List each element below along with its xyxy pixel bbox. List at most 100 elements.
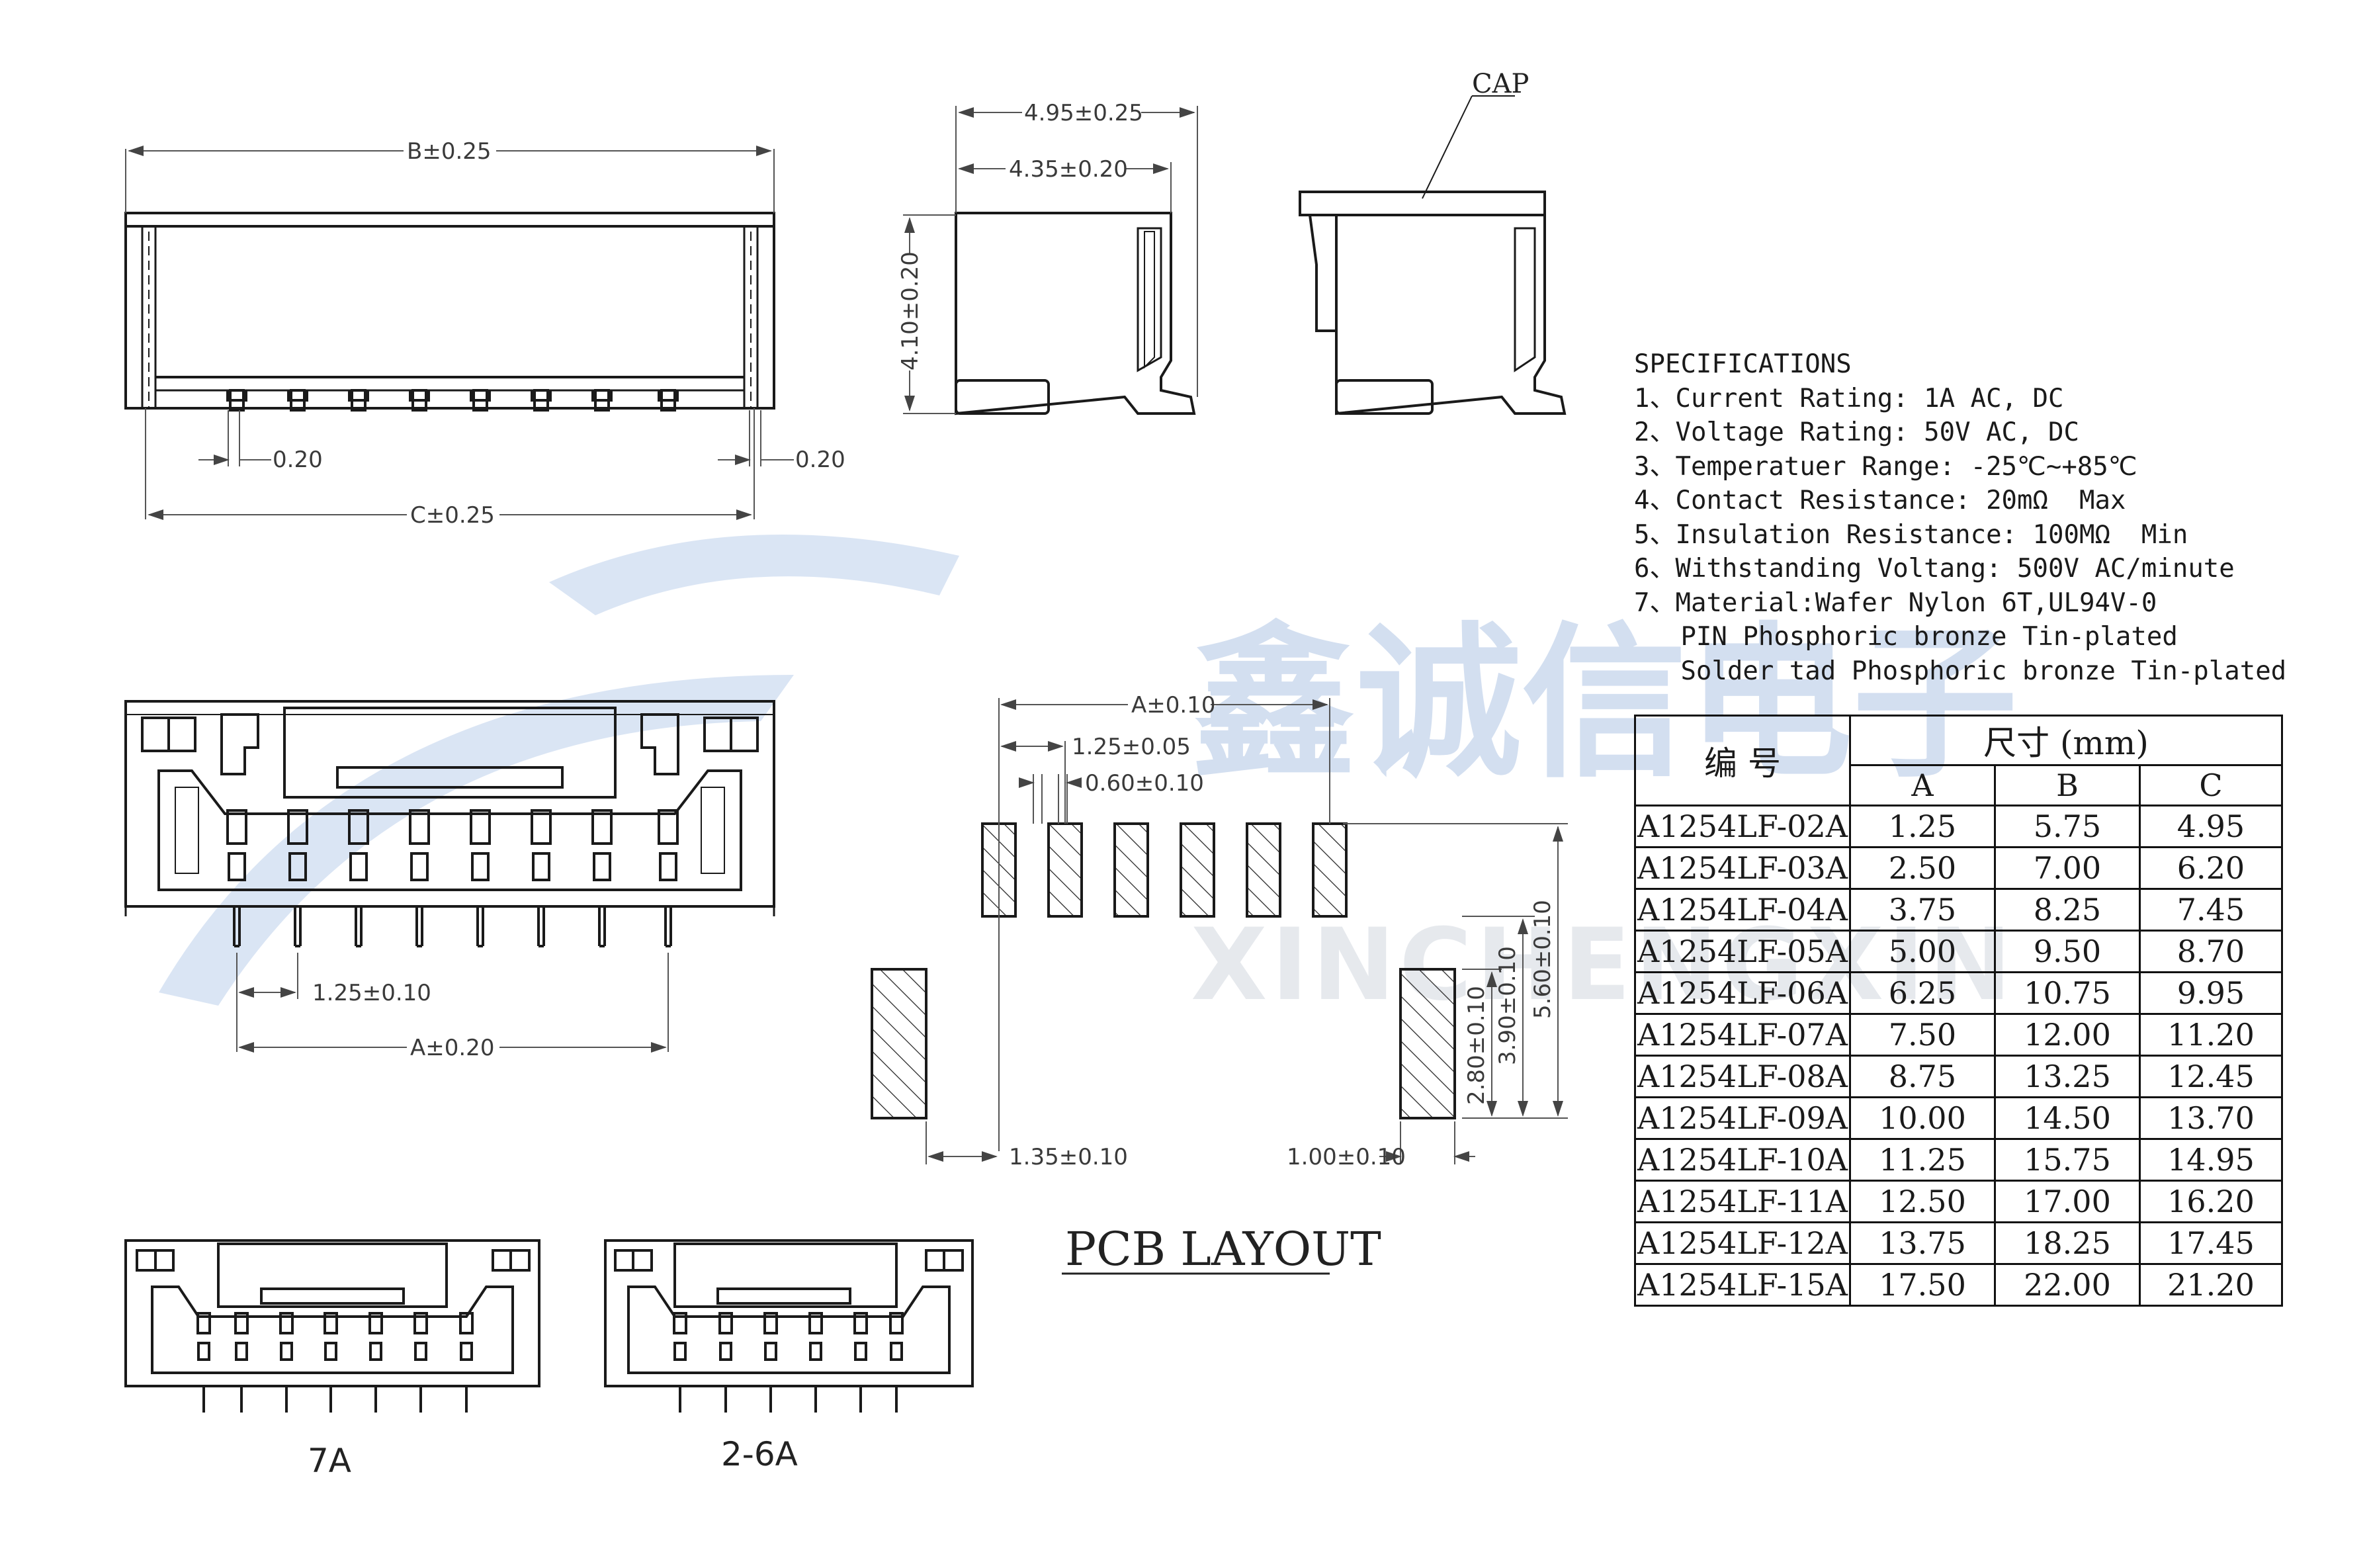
pin-mid-lower	[410, 852, 429, 881]
cell-dim-b: 9.50	[1994, 930, 2141, 973]
pcb-pad	[1246, 822, 1281, 918]
spec-line: 1、Current Rating: 1A AC, DC	[1634, 383, 2064, 414]
small-pin-upper	[279, 1312, 294, 1334]
dim-bottom-pitch: 1.25±0.10	[312, 980, 431, 1006]
cell-dim-c: 13.70	[2139, 1096, 2283, 1140]
pcb-dim-h2: 3.90±0.10	[1494, 946, 1521, 1065]
label-7a: 7A	[308, 1442, 351, 1480]
pin-top-latch	[531, 390, 552, 402]
header-a: A	[1849, 764, 1996, 806]
pin-top-latch	[470, 390, 491, 402]
pin-mid-upper	[226, 809, 247, 845]
pin-mid-lower	[659, 852, 677, 881]
cell-part-number: A1254LF-07A	[1634, 1013, 1851, 1057]
cell-dim-a: 3.75	[1849, 888, 1996, 932]
pin-mid-lower	[532, 852, 550, 881]
pin-mid-upper	[531, 809, 552, 845]
header-c: C	[2139, 764, 2283, 806]
cell-dim-a: 7.50	[1849, 1013, 1996, 1057]
cell-dim-c: 17.45	[2139, 1221, 2283, 1265]
small-pin-lower	[854, 1342, 867, 1361]
small-pin-lower	[235, 1342, 248, 1361]
cell-part-number: A1254LF-15A	[1634, 1263, 1851, 1307]
header-b: B	[1994, 764, 2141, 806]
cell-part-number: A1254LF-09A	[1634, 1096, 1851, 1140]
spec-line: 5、Insulation Resistance: 100MΩ Min	[1634, 519, 2188, 550]
dim-side-w2: 4.35±0.20	[1009, 156, 1128, 183]
small-pin-upper	[196, 1312, 211, 1334]
small-pin-lower	[280, 1342, 293, 1361]
small-pin-lower	[414, 1342, 427, 1361]
small-pin-lower	[764, 1342, 777, 1361]
small-pin-upper	[763, 1312, 778, 1334]
pin-mid-upper	[658, 809, 679, 845]
cell-dim-a: 11.25	[1849, 1138, 1996, 1182]
pin-mid-upper	[348, 809, 369, 845]
cell-part-number: A1254LF-06A	[1634, 971, 1851, 1015]
side-view-cap	[1299, 95, 1567, 415]
pin-mid-lower	[593, 852, 611, 881]
pin-mid-lower	[228, 852, 246, 881]
cell-part-number: A1254LF-03A	[1634, 846, 1851, 890]
cell-dim-b: 17.00	[1994, 1180, 2141, 1223]
cell-part-number: A1254LF-08A	[1634, 1055, 1851, 1098]
spec-line: 7、Material:Wafer Nylon 6T,UL94V-0	[1634, 588, 2157, 618]
cell-dim-b: 8.25	[1994, 888, 2141, 932]
small-pin-lower	[719, 1342, 732, 1361]
cell-dim-c: 8.70	[2139, 930, 2283, 973]
spec-line: PIN Phosphoric bronze Tin-plated	[1634, 622, 2178, 652]
small-pin-lower	[673, 1342, 687, 1361]
cell-dim-a: 8.75	[1849, 1055, 1996, 1098]
cell-dim-c: 7.45	[2139, 888, 2283, 932]
spec-line: 3、Temperatuer Range: -25℃~+85℃	[1634, 451, 2137, 482]
pin-top-latch	[409, 390, 430, 402]
spec-line: Solder tad Phosphoric bronze Tin-plated	[1634, 656, 2287, 686]
cell-dim-c: 4.95	[2139, 805, 2283, 848]
side-view	[955, 212, 1196, 415]
cell-part-number: A1254LF-04A	[1634, 888, 1851, 932]
front-view-mid	[124, 700, 775, 947]
small-pin-lower	[197, 1342, 210, 1361]
pin-mid-lower	[349, 852, 368, 881]
spec-line: 2、Voltage Rating: 50V AC, DC	[1634, 417, 2079, 447]
pcb-dim-padw: 0.60±0.10	[1085, 770, 1204, 797]
cell-dim-c: 11.20	[2139, 1013, 2283, 1057]
cell-dim-b: 12.00	[1994, 1013, 2141, 1057]
small-pin-upper	[673, 1312, 687, 1334]
cell-part-number: A1254LF-10A	[1634, 1138, 1851, 1182]
pin-top-latch	[226, 390, 247, 402]
cell-dim-c: 6.20	[2139, 846, 2283, 890]
pin-mid-lower	[471, 852, 490, 881]
label-2-6a: 2-6A	[721, 1435, 798, 1473]
pin-top-latch	[287, 390, 308, 402]
cell-dim-c: 16.20	[2139, 1180, 2283, 1223]
pin-mid-upper	[470, 809, 491, 845]
small-pin-lower	[369, 1342, 382, 1361]
cell-dim-b: 5.75	[1994, 805, 2141, 848]
cell-dim-a: 10.00	[1849, 1096, 1996, 1140]
pin-top-latch	[658, 390, 679, 402]
cell-dim-b: 15.75	[1994, 1138, 2141, 1182]
cell-dim-a: 2.50	[1849, 846, 1996, 890]
pin-mid-lower	[288, 852, 307, 881]
cell-dim-b: 18.25	[1994, 1221, 2141, 1265]
pcb-dim-a: A±0.10	[1131, 692, 1215, 719]
small-pin-upper	[323, 1312, 338, 1334]
cell-dim-a: 6.25	[1849, 971, 1996, 1015]
dim-bottom-a: A±0.20	[410, 1035, 494, 1061]
small-pin-lower	[809, 1342, 822, 1361]
pin-mid-upper	[409, 809, 430, 845]
dim-side-h: 4.10±0.20	[897, 251, 924, 370]
small-pin-lower	[324, 1342, 337, 1361]
dim-small-right: 0.20	[795, 447, 845, 473]
pcb-dim-left: 1.35±0.10	[1009, 1144, 1128, 1170]
header-size: 尺寸 (mm)	[1849, 715, 2283, 766]
